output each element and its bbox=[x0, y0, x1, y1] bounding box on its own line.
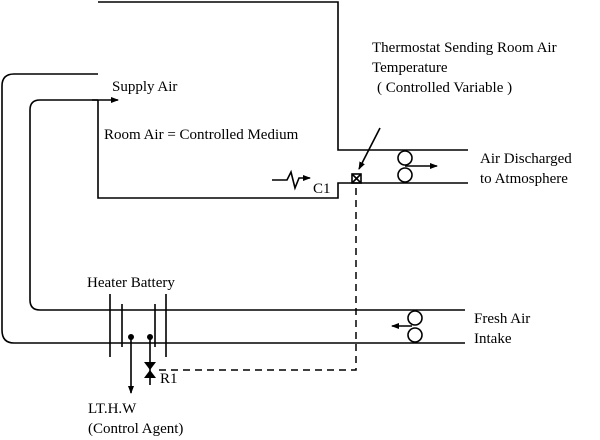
supply-duct-outer-wall bbox=[1, 73, 465, 344]
thermostat-label-line1: Thermostat Sending Room Air bbox=[372, 40, 557, 56]
heater-battery-coil bbox=[109, 294, 167, 357]
thermostat-sensor-icon bbox=[351, 173, 362, 184]
fresh-air-label-line1: Fresh Air bbox=[474, 311, 530, 327]
room-air-label: Room Air = Controlled Medium bbox=[104, 127, 299, 143]
air-discharged-label-line1: Air Discharged bbox=[480, 151, 572, 167]
heater-battery-label: Heater Battery bbox=[87, 275, 175, 291]
thermostat-label-line3: ( Controlled Variable ) bbox=[377, 80, 512, 96]
c1-label: C1 bbox=[313, 181, 331, 197]
thermostat-pointer-arrow bbox=[358, 127, 381, 170]
supply-air-label: Supply Air bbox=[112, 79, 177, 95]
exhaust-fan-icon bbox=[397, 150, 438, 183]
fresh-air-fan-icon bbox=[391, 310, 423, 343]
control-signal-line bbox=[155, 188, 357, 371]
supply-duct-inner-wall bbox=[29, 99, 465, 311]
heat-transfer-arrow bbox=[272, 169, 311, 191]
r1-label: R1 bbox=[160, 371, 178, 387]
control-valve-icon bbox=[144, 362, 156, 378]
lthw-label-line2: (Control Agent) bbox=[88, 421, 183, 437]
thermostat-label-line2: Temperature bbox=[372, 60, 448, 76]
lthw-label-line1: LT.H.W bbox=[88, 401, 137, 417]
room-enclosure bbox=[97, 1, 355, 199]
fresh-air-label-line2: Intake bbox=[474, 331, 512, 347]
air-discharged-label-line2: to Atmosphere bbox=[480, 171, 568, 187]
